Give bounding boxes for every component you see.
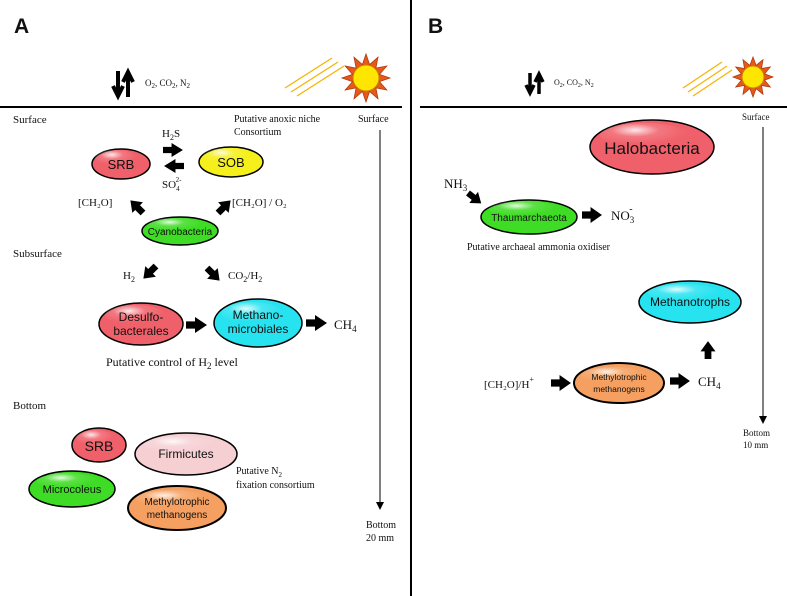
anoxic-niche-label: Putative anoxic niche [234, 114, 321, 125]
microcoleus-node: Microcoleus [28, 470, 116, 508]
srb-node: SRB [91, 148, 151, 180]
sob-label: SOB [217, 155, 244, 170]
desulfo-label-1: Desulfo- [119, 310, 164, 324]
arrow-ch2o-to-methylo-icon [551, 375, 571, 391]
arrow-cyano-to-srb-icon [125, 195, 149, 219]
arrow-methano-to-ch4-icon [306, 315, 327, 331]
methylo-a-label-2: methanogens [147, 510, 208, 521]
methanotrophs-node: Methanotrophs [638, 280, 742, 324]
sunlight-rays-b-icon [682, 61, 733, 97]
subsurface-label: Subsurface [13, 248, 62, 260]
firmicutes-node: Firmicutes [134, 432, 238, 476]
methano-label-1: Methano- [233, 308, 284, 322]
sunlight-rays-icon [284, 57, 345, 97]
cyanobacteria-label: Cyanobacteria [148, 227, 213, 238]
ch4-label-b: CH4 [698, 374, 721, 391]
sun-b-icon [731, 55, 775, 99]
h2-label: H2 [123, 270, 135, 284]
panel-a-letter: A [14, 15, 29, 38]
ch2o-h-label: [CH₂O]/H+ [484, 375, 534, 391]
ammonia-oxidiser-label: Putative archaeal ammonia oxidiser [467, 242, 611, 253]
arrow-to-methano-icon [201, 262, 225, 286]
thaumarchaeota-node: Thaumarchaeota [480, 199, 578, 235]
sob-node: SOB [198, 146, 264, 178]
panel-b-letter: B [428, 15, 443, 38]
arrow-thaum-to-no3-icon [582, 207, 602, 223]
h2-control-label: Putative control of H2 level [106, 355, 238, 371]
depth-bottom-label-b: Bottom [743, 428, 770, 438]
gas-exchange-arrows-b-icon [524, 70, 545, 97]
panel-a-gas-label: O2, CO2, N2 [145, 78, 191, 90]
no3-label: NO3- [611, 204, 635, 225]
halobacteria-node: Halobacteria [589, 119, 715, 175]
so4-label: SO42- [162, 176, 182, 193]
arrow-to-desulfo-icon [138, 260, 162, 284]
n2-fixation-label-2: fixation consortium [236, 480, 315, 491]
halobacteria-label: Halobacteria [604, 139, 700, 158]
consortium-label: Consortium [234, 127, 281, 138]
arrow-methylo-to-ch4-icon [670, 373, 690, 389]
firmicutes-label: Firmicutes [158, 447, 213, 461]
n2-fixation-label-1: Putative N2 [236, 466, 283, 479]
srb-label: SRB [108, 157, 135, 172]
ch2o-left-label: [CH₂O] [78, 197, 112, 209]
srb-bottom-label: SRB [85, 438, 114, 454]
arrow-sob-to-srb-icon [164, 159, 184, 173]
methylotrophic-methanogens-a-node: Methylotrophic methanogens [127, 485, 227, 531]
depth-bottom-label: Bottom [366, 520, 396, 531]
srb-bottom-node: SRB [71, 427, 127, 463]
ch4-label-a: CH4 [334, 317, 357, 334]
arrow-ch4-to-methanotrophs-icon [700, 341, 716, 359]
methylo-b-label-2: methanogens [593, 384, 645, 394]
methylo-b-label-1: Methylotrophic [591, 372, 647, 382]
methylo-a-label-1: Methylotrophic [144, 497, 209, 508]
depth-surface-label-b: Surface [742, 112, 769, 122]
panel-a: A O2, CO2, N2 Surface Subsurface Bottom … [0, 15, 402, 544]
methanotrophs-label: Methanotrophs [650, 295, 730, 309]
depth-bottom-value-b: 10 mm [743, 440, 768, 450]
methylotrophic-methanogens-b-node: Methylotrophic methanogens [573, 362, 665, 404]
sun-icon [340, 52, 392, 104]
gas-exchange-arrows-icon [111, 67, 135, 101]
nh3-label: NH3 [444, 176, 468, 193]
desulfo-label-2: bacterales [113, 324, 168, 338]
depth-bottom-value: 20 mm [366, 533, 394, 544]
ch2o-o2-label: [CH₂O] / O₂ [232, 197, 287, 209]
h2s-label: H2S [162, 128, 180, 142]
thaumarchaeota-label: Thaumarchaeota [491, 213, 567, 224]
cyanobacteria-node: Cyanobacteria [141, 216, 219, 246]
bottom-label: Bottom [13, 400, 46, 412]
microcoleus-label: Microcoleus [43, 484, 102, 496]
methano-label-2: microbiales [228, 322, 289, 336]
panel-b-gas-label: O2, CO2, N2 [554, 78, 594, 89]
surface-label: Surface [13, 114, 47, 126]
methanomicrobiales-node: Methano- microbiales [213, 298, 303, 348]
arrow-desulfo-to-methano-icon [186, 317, 207, 333]
co2-h2-label: CO2/H2 [228, 270, 262, 284]
desulfobacterales-node: Desulfo- bacterales [98, 302, 184, 346]
panel-b: B O2, CO2, N2 Surface Bottom 10 mm Halob… [420, 15, 787, 450]
arrow-srb-to-sob-icon [163, 143, 183, 157]
depth-surface-label: Surface [358, 114, 389, 125]
